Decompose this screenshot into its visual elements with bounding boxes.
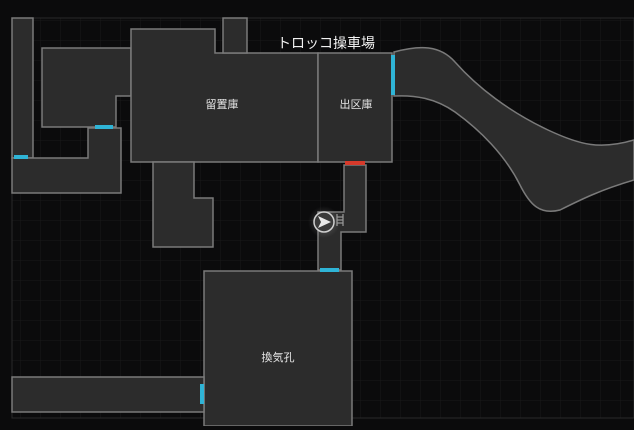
room-label-storage: 留置庫 — [206, 97, 239, 111]
room-label-departure: 出区庫 — [340, 97, 373, 111]
door-left-strip[interactable] — [14, 155, 28, 159]
room-left-strip[interactable] — [11, 17, 34, 159]
player-cursor-icon — [308, 206, 340, 238]
door-locked[interactable] — [345, 161, 365, 165]
door-bottom-left[interactable] — [200, 384, 204, 404]
room-left-corridor[interactable] — [11, 127, 122, 194]
room-top-small[interactable] — [222, 17, 248, 54]
area-title: トロッコ操車場 — [277, 35, 375, 52]
room-label-ventilation: 換気孔 — [262, 350, 295, 364]
doors — [14, 55, 395, 404]
door-tunnel[interactable] — [391, 55, 395, 95]
door-upper-left[interactable] — [95, 125, 113, 129]
room-bottom-left[interactable] — [11, 376, 205, 413]
door-ventilation[interactable] — [320, 268, 339, 272]
room-ventilation[interactable] — [203, 270, 353, 427]
room-below-storage[interactable] — [152, 161, 214, 248]
room-departure[interactable] — [317, 52, 393, 163]
tunnel-passage[interactable] — [393, 46, 634, 212]
